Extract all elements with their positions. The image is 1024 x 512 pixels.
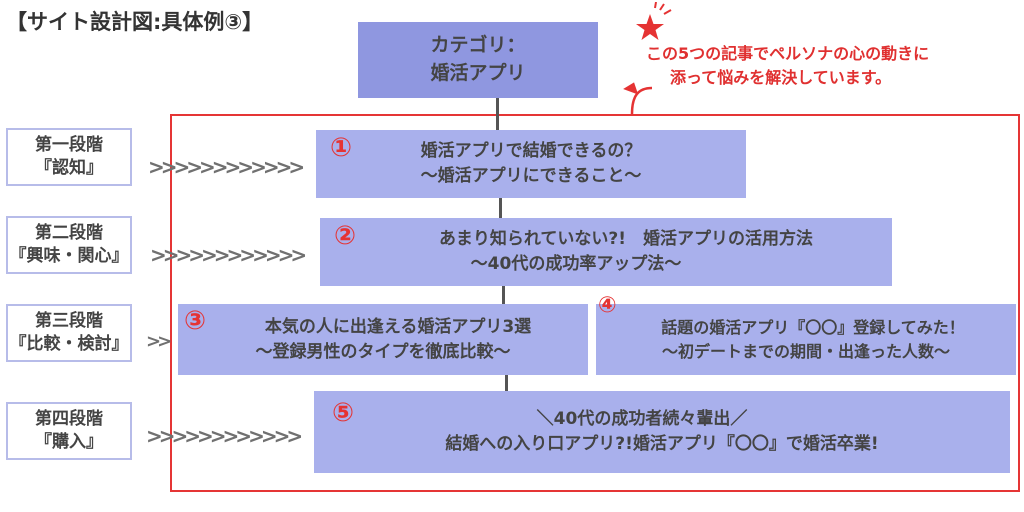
articles-frame [170,114,1020,492]
article-subtitle: 〜婚活アプリにできること〜 [420,166,642,186]
connector-line [502,286,505,304]
arrow-chain-3: >> [146,331,172,352]
connector-line [499,198,502,218]
note-line-2: 添って悩みを解決しています。 [670,68,892,87]
stage-label: 『興味・関心』 [9,246,129,266]
stage-name: 第一段階 [35,135,103,156]
stage-label: 『比較・検討』 [9,334,129,354]
stage-label: 『購入』 [35,432,103,452]
stage-name: 第四段階 [35,409,103,430]
connector-line [496,98,499,130]
article-title: 婚活アプリで結婚できるの？ [420,141,642,162]
stage-box-4: 第四段階 『購入』 [6,402,132,460]
category-box: カテゴリ： 婚活アプリ [358,22,598,98]
stage-name: 第三段階 [35,311,103,332]
page-title: 【サイト設計図:具体例③】 [6,10,264,34]
article-subtitle: 〜登録男性のタイプを徹底比較〜 [255,341,511,362]
connector-line [505,375,508,391]
article-number-3: ③ [184,306,207,336]
curved-arrow-icon [623,82,653,115]
arrow-chain-1: >>>>>>>>>>>> [148,155,305,179]
article-box-4: 話題の婚活アプリ『〇〇』登録してみた！ 〜初デートまでの期間・出逢った人数〜 [596,304,1016,375]
article-number-4: ④ [598,293,617,318]
category-value: 婚活アプリ [430,62,526,84]
article-title: 本気の人に出逢える婚活アプリ3選 [264,316,532,337]
article-box-5: ＼40代の成功者続々輩出／ 結婚への入り口アプリ?!婚活アプリ『〇〇』で婚活卒業… [314,391,1010,473]
article-title: 話題の婚活アプリ『〇〇』登録してみた！ [661,318,965,338]
stage-box-3: 第三段階 『比較・検討』 [6,304,132,362]
stage-box-1: 第一段階 『認知』 [6,128,132,186]
article-subtitle: 結婚への入り口アプリ?!婚活アプリ『〇〇』で婚活卒業! [445,434,879,454]
article-box-1: 婚活アプリで結婚できるの？ 〜婚活アプリにできること〜 [316,130,746,198]
star-icon [636,2,672,40]
note-text: この5つの記事でペルソナの心の動きに 添って悩みを解決しています。 [646,42,1018,90]
article-number-1: ① [330,133,353,163]
article-subtitle: 〜40代の成功率アップ法〜 [470,254,682,274]
article-number-2: ② [334,221,357,251]
arrow-chain-2: >>>>>>>>>>>> [150,243,307,267]
arrow-chain-4: >>>>>>>>>>>> [146,424,303,448]
article-box-3: 本気の人に出逢える婚活アプリ3選 〜登録男性のタイプを徹底比較〜 [178,304,588,375]
article-title: あまり知られていない?! 婚活アプリの活用方法 [438,229,814,250]
stage-label: 『認知』 [35,158,103,178]
category-label: カテゴリ： [430,34,526,57]
stage-box-2: 第二段階 『興味・関心』 [6,216,132,274]
article-title: ＼40代の成功者続々輩出／ [536,409,748,430]
article-subtitle: 〜初デートまでの期間・出逢った人数〜 [661,341,950,361]
note-line-1: この5つの記事でペルソナの心の動きに [646,44,930,63]
article-box-2: あまり知られていない?! 婚活アプリの活用方法 〜40代の成功率アップ法〜 [320,218,892,286]
stage-name: 第二段階 [35,223,103,244]
article-number-5: ⑤ [332,398,355,428]
